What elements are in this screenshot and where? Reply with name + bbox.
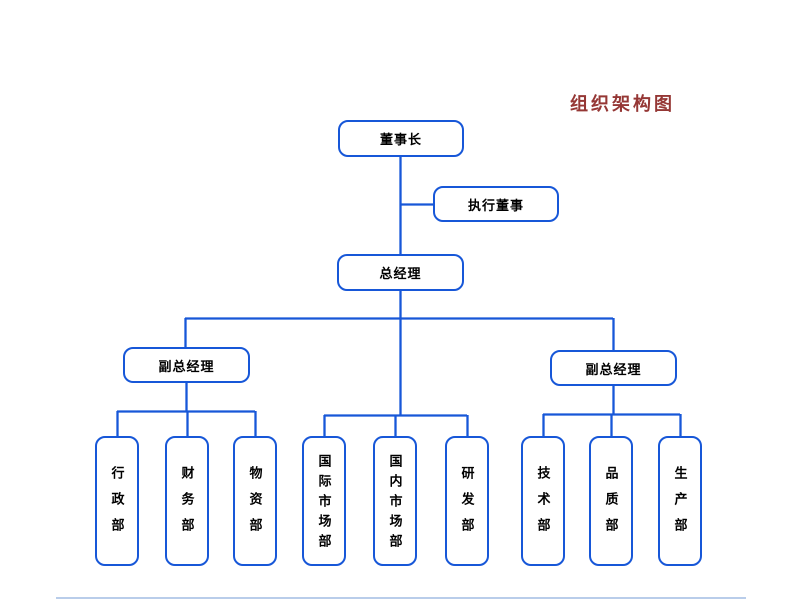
org-node-label: 执行董事 bbox=[467, 197, 524, 213]
org-node-deputy-gm-left: 副总经理 bbox=[123, 347, 250, 383]
org-node-dept-domestic-market: 国内市场部 bbox=[373, 436, 417, 566]
org-node-dept-rnd: 研发部 bbox=[445, 436, 489, 566]
org-node-label: 总经理 bbox=[379, 266, 422, 281]
slide-title: 组织架构图 bbox=[570, 94, 675, 114]
org-node-general-manager: 总经理 bbox=[337, 254, 464, 291]
org-node-label: 品质部 bbox=[603, 466, 619, 544]
org-node-label: 国内市场部 bbox=[387, 453, 403, 554]
org-node-label: 副总经理 bbox=[158, 358, 215, 374]
org-node-executive-director: 执行董事 bbox=[433, 186, 559, 222]
org-node-deputy-gm-right: 副总经理 bbox=[550, 350, 677, 386]
org-node-label: 副总经理 bbox=[585, 361, 642, 377]
org-node-label: 财务部 bbox=[179, 466, 195, 544]
org-node-dept-admin: 行政部 bbox=[95, 436, 139, 566]
org-node-label: 董事长 bbox=[379, 132, 422, 147]
org-node-label: 技术部 bbox=[535, 466, 551, 544]
org-node-label: 研发部 bbox=[459, 466, 475, 544]
org-node-chairman: 董事长 bbox=[338, 120, 464, 157]
org-node-dept-technology: 技术部 bbox=[521, 436, 565, 566]
slide-bottom-edge bbox=[56, 597, 746, 599]
org-node-dept-finance: 财务部 bbox=[165, 436, 209, 566]
org-node-label: 国际市场部 bbox=[316, 453, 332, 554]
org-node-dept-quality: 品质部 bbox=[589, 436, 633, 566]
org-node-dept-materials: 物资部 bbox=[233, 436, 277, 566]
org-node-dept-production: 生产部 bbox=[658, 436, 702, 566]
org-node-label: 生产部 bbox=[672, 466, 688, 544]
org-node-dept-intl-market: 国际市场部 bbox=[302, 436, 346, 566]
org-node-label: 行政部 bbox=[109, 466, 125, 544]
org-node-label: 物资部 bbox=[247, 466, 263, 544]
